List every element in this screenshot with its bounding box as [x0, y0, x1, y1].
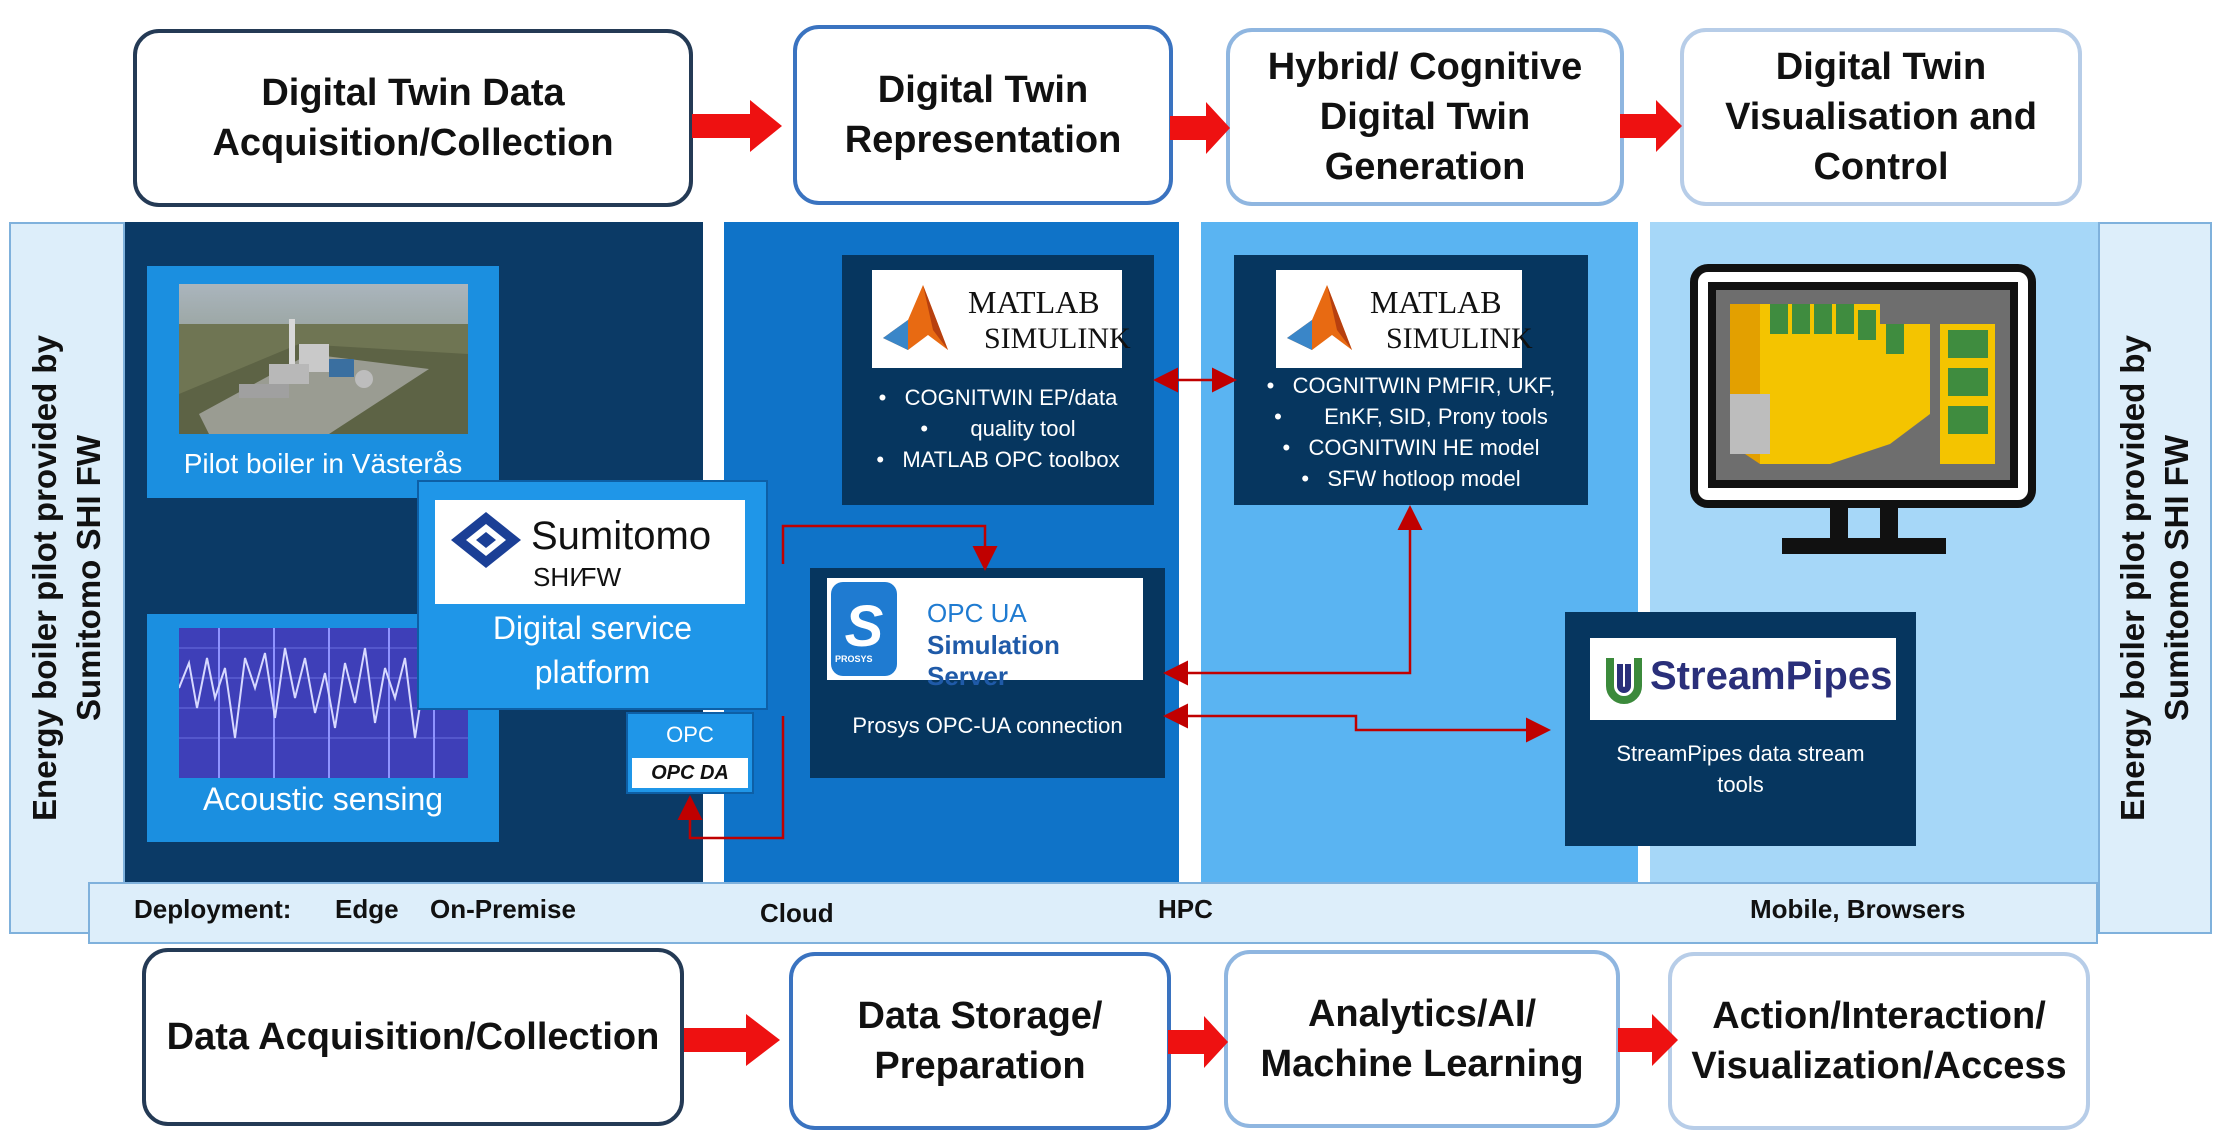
stage-line: Digital Twin Data: [261, 72, 565, 114]
stage-line: Digital Twin: [877, 69, 1089, 111]
side-label-left-box: [9, 222, 125, 934]
simulink-word: SIMULINK: [984, 322, 1131, 355]
deployment-cloud: Cloud: [760, 898, 834, 928]
opc-ua-logo: S PROSYS OPC UA Simulation Server: [827, 578, 1143, 691]
bullet-text: COGNITWIN EP/data: [904, 385, 1118, 410]
bullet-text: COGNITWIN HE model: [1308, 435, 1540, 460]
stage-line: Analytics/AI/: [1307, 993, 1537, 1035]
matlab-cloud-bullets: COGNITWIN EP/data quality tool MATLAB OP…: [842, 382, 1154, 475]
flow-arrow: [1168, 1016, 1228, 1068]
stage-bottom-analytics: Analytics/AI/Machine Learning: [1224, 950, 1620, 1128]
prosys-s-icon: S: [831, 582, 897, 676]
bullet-item: quality tool: [842, 413, 1154, 444]
flow-arrow: [1620, 100, 1682, 152]
matlab-hpc-bullets: COGNITWIN PMFIR, UKF, EnKF, SID, Prony t…: [1234, 370, 1588, 494]
stage-line: Acquisition/Collection: [212, 122, 614, 164]
opc-ua-caption: Prosys OPC-UA connection: [852, 713, 1123, 738]
opc-label: OPC: [666, 722, 714, 747]
opc-da-logo: OPC DA: [632, 758, 748, 788]
sumitomo-diamond-icon: [451, 512, 521, 568]
digital-service-platform-label: Digital service platform: [417, 606, 768, 694]
matlab-cloud-logo: MATLAB SIMULINK: [872, 270, 1131, 368]
deployment-mobile-browsers: Mobile, Browsers: [1750, 894, 1966, 924]
monitor-icon: [1690, 264, 2036, 554]
stage-bottom-storage: Data Storage/Preparation: [789, 952, 1171, 1130]
stage-line: Control: [1813, 146, 1949, 188]
bullet-item: COGNITWIN EP/data: [842, 382, 1154, 413]
sumitomo-logo: Sumitomo SHI⁄FW: [435, 500, 745, 604]
stage-bottom-acquisition: Data Acquisition/Collection: [142, 948, 684, 1126]
bullet-text: EnKF, SID, Prony tools: [1324, 404, 1548, 429]
stage-line: Digital Twin: [1319, 96, 1531, 138]
stage-line: Hybrid/ Cognitive: [1267, 46, 1583, 88]
matlab-word: MATLAB: [968, 284, 1100, 320]
prosys-badge: PROSYS: [835, 654, 873, 664]
stage-line: Machine Learning: [1260, 1043, 1584, 1085]
bullet-text: MATLAB OPC toolbox: [902, 447, 1120, 472]
streampipes-caption: StreamPipes data stream tools: [1565, 738, 1916, 800]
stage-line: Preparation: [874, 1045, 1086, 1087]
connector-opcua-hpc: [1163, 505, 1423, 686]
deployment-edge: Edge: [335, 894, 399, 924]
deployment-label: Deployment:: [134, 894, 292, 924]
flow-arrow: [684, 1014, 780, 1066]
bullet-item: COGNITWIN HE model: [1234, 432, 1588, 463]
bullet-item: SFW hotloop model: [1234, 463, 1588, 494]
deployment-on-premise: On-Premise: [430, 894, 576, 924]
opc-da-label: OPC DA: [651, 762, 729, 784]
connector-opcua-streampipes: [1163, 703, 1551, 743]
deployment-strip: [88, 882, 2098, 944]
flow-arrow: [1170, 102, 1230, 154]
side-label-right-box: [2098, 222, 2212, 934]
bullet-text: SFW hotloop model: [1327, 466, 1521, 491]
streampipes-icon: [1606, 658, 1642, 704]
sumitomo-logo-name: Sumitomo: [531, 514, 712, 558]
svg-text:S: S: [845, 594, 884, 659]
opc-ua-title: OPC UA: [927, 598, 1027, 628]
flow-arrow: [692, 100, 782, 152]
bullet-item: EnKF, SID, Prony tools: [1234, 401, 1588, 432]
pilot-boiler-photo: [179, 284, 468, 434]
stage-bottom-action: Action/Interaction/Visualization/Access: [1668, 952, 2090, 1130]
stage-line: Digital Twin: [1775, 46, 1987, 88]
matlab-membrane-icon: [1287, 285, 1352, 350]
streampipes-logo: StreamPipes: [1590, 638, 1896, 720]
platform-label-line: platform: [534, 654, 651, 690]
simulink-word: SIMULINK: [1386, 322, 1533, 355]
stage-line: Data Storage/: [857, 995, 1103, 1037]
bullet-item: COGNITWIN PMFIR, UKF,: [1234, 370, 1588, 401]
flow-arrow: [1618, 1014, 1678, 1066]
caption-line: StreamPipes data stream: [1616, 741, 1865, 766]
sumitomo-logo-sub: SHI⁄FW: [533, 562, 622, 592]
matlab-membrane-icon: [883, 285, 948, 350]
pilot-boiler-caption: Pilot boiler in Västerås: [183, 448, 463, 479]
connector-platform-to-opcua: [781, 524, 998, 571]
stage-line: Visualisation and: [1725, 96, 2037, 138]
stage-line: Action/Interaction/: [1712, 995, 2046, 1037]
matlab-word: MATLAB: [1370, 284, 1502, 320]
streampipes-logo-text: StreamPipes: [1650, 654, 1893, 698]
connector-opc-loop: [677, 716, 785, 840]
bullet-text: COGNITWIN PMFIR, UKF,: [1292, 373, 1556, 398]
caption-line: tools: [1717, 772, 1764, 797]
stage-line: Generation: [1324, 146, 1526, 188]
bullet-text: quality tool: [970, 416, 1076, 441]
platform-label-line: Digital service: [492, 610, 693, 646]
stage-line: Data Acquisition/Collection: [166, 1016, 660, 1058]
deployment-hpc: HPC: [1158, 894, 1213, 924]
matlab-hpc-logo: MATLAB SIMULINK: [1276, 270, 1533, 368]
bullet-item: MATLAB OPC toolbox: [842, 444, 1154, 475]
stage-line: Visualization/Access: [1691, 1045, 2067, 1087]
stage-line: Representation: [844, 119, 1122, 161]
acoustic-caption: Acoustic sensing: [202, 781, 444, 817]
opc-ua-subtitle: Simulation Server: [927, 630, 1060, 691]
